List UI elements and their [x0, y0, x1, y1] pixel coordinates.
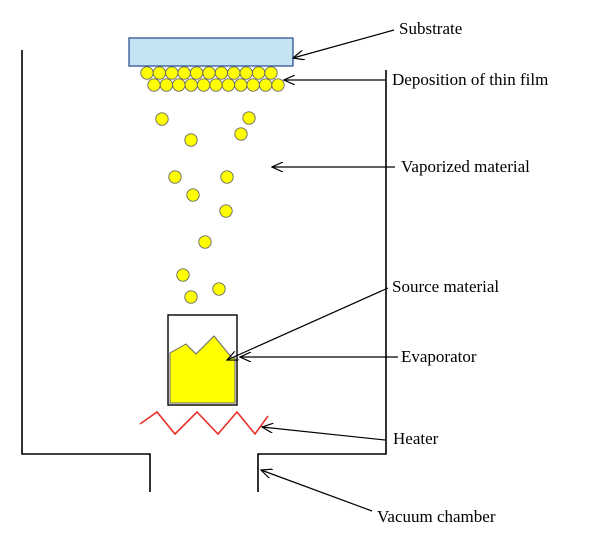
- vapor-particle: [168, 170, 182, 184]
- film-particle: [189, 66, 204, 80]
- heater-coil: [139, 410, 269, 436]
- vaporized-particles: [155, 111, 256, 304]
- film-particle: [246, 78, 260, 92]
- vapor-particle: [220, 170, 234, 184]
- heater-arrow: [262, 427, 386, 441]
- film-particle: [172, 78, 186, 92]
- film-particle: [140, 66, 154, 80]
- film-particle: [221, 78, 236, 92]
- source-material: [169, 335, 236, 404]
- film-particle: [165, 66, 179, 80]
- deposition-label: Deposition of thin film: [392, 70, 548, 89]
- evaporator-label: Evaporator: [401, 347, 477, 366]
- source-label: Source material: [392, 277, 499, 296]
- film-particle: [202, 66, 216, 80]
- substrate-label: Substrate: [399, 19, 462, 38]
- vapor-particle: [155, 112, 169, 126]
- vapor-particle: [212, 282, 226, 296]
- film-particle: [184, 78, 198, 92]
- vapor-particle: [242, 111, 256, 125]
- deposited-film: [140, 66, 285, 92]
- vacuum-chamber-wall-right: [257, 70, 387, 492]
- film-particle: [251, 66, 266, 80]
- vapor-particle: [234, 127, 248, 141]
- film-particle: [214, 66, 229, 80]
- film-particle: [147, 78, 161, 92]
- film-particle: [159, 78, 174, 92]
- heater-label: Heater: [393, 429, 439, 448]
- film-particle: [177, 66, 191, 80]
- source-arrow: [227, 287, 389, 360]
- film-particle: [196, 78, 211, 92]
- film-particle: [264, 66, 278, 80]
- substrate: [128, 37, 294, 67]
- vapor-particle: [186, 188, 200, 202]
- film-particle: [227, 66, 241, 80]
- vacuum-chamber-wall-left: [21, 50, 151, 492]
- film-particle: [152, 66, 167, 80]
- film-particle: [209, 78, 223, 92]
- vaporized-label: Vaporized material: [401, 157, 530, 176]
- vapor-particle: [219, 204, 233, 218]
- substrate-arrow: [293, 29, 395, 58]
- vacuum-arrow: [261, 470, 373, 512]
- vapor-particle: [176, 268, 190, 282]
- film-particle: [234, 78, 248, 92]
- vapor-particle: [184, 133, 198, 147]
- vapor-particle: [184, 290, 198, 304]
- film-particle: [271, 78, 285, 92]
- film-particle: [258, 78, 273, 92]
- film-particle: [239, 66, 253, 80]
- vacuum-label: Vacuum chamber: [377, 507, 496, 526]
- vapor-particle: [198, 235, 212, 249]
